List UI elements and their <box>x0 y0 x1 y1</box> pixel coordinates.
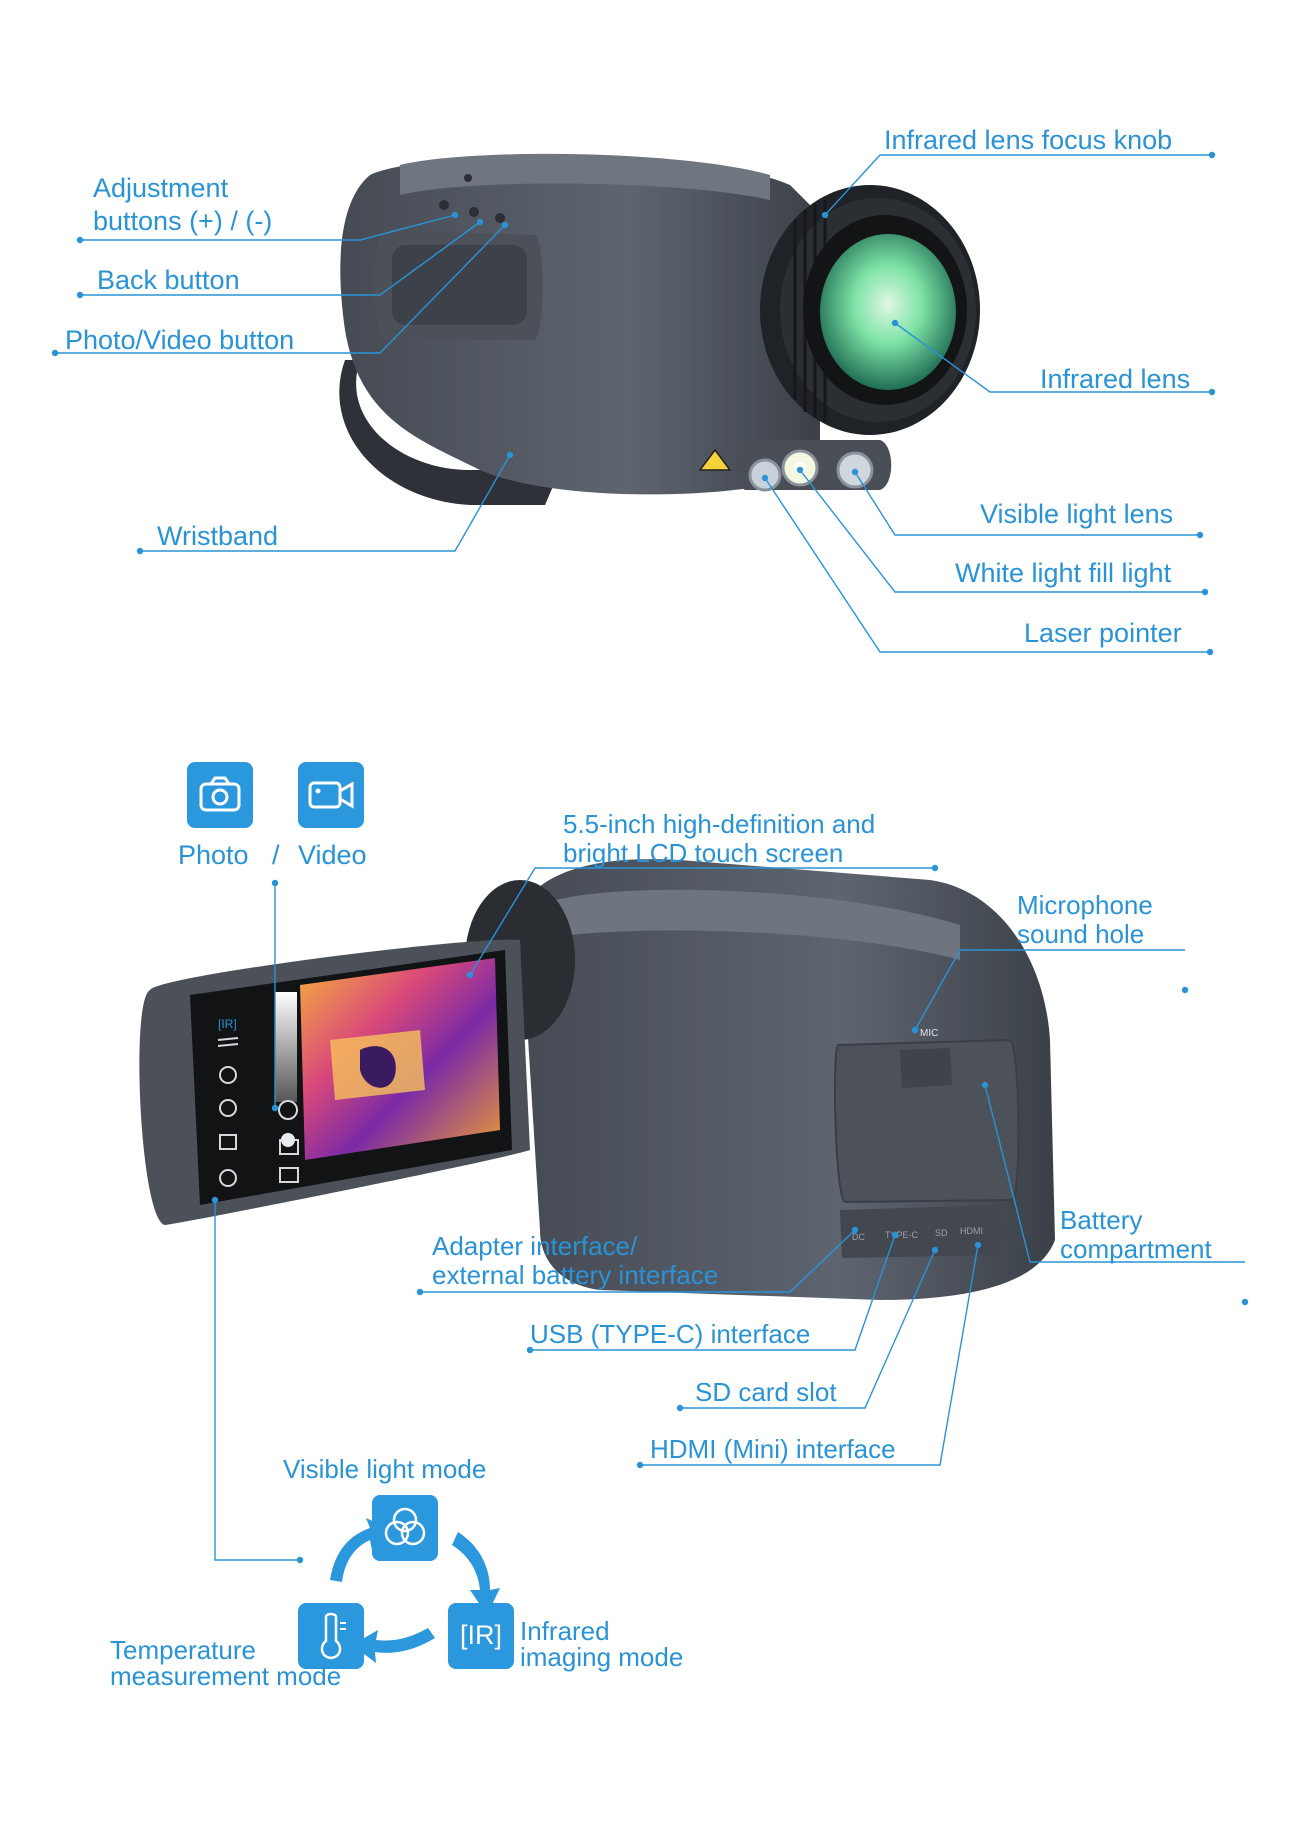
callout-dots-top <box>51 151 1216 656</box>
port-dc-marking: DC <box>852 1232 865 1242</box>
label-infrared-line1: Infrared <box>520 1616 610 1646</box>
label-adapter-line1: Adapter interface/ <box>432 1231 638 1261</box>
camera-icon <box>199 776 241 812</box>
label-battery-line1: Battery <box>1060 1205 1143 1235</box>
label-wristband: Wristband <box>157 521 279 551</box>
label-focus-knob: Infrared lens focus knob <box>884 125 1173 155</box>
visible-mode-tile <box>372 1495 438 1561</box>
screen-ir-badge: [IR] <box>218 1017 237 1031</box>
label-lcd-line2: bright LCD touch screen <box>563 838 844 868</box>
video-camera-icon <box>308 781 354 809</box>
thermometer-icon <box>320 1612 346 1660</box>
label-infrared-line2: imaging mode <box>520 1642 684 1672</box>
label-adjustment-line2: buttons (+) / (-) <box>93 206 273 236</box>
label-photo-video-separator: / <box>272 840 280 870</box>
label-mic-line1: Microphone <box>1017 890 1153 920</box>
callout-dots-bottom <box>211 864 1249 1564</box>
mic-marking: MIC <box>920 1028 938 1039</box>
label-sd: SD card slot <box>695 1377 837 1407</box>
callout-lines-top <box>55 154 1212 653</box>
label-lcd-line1: 5.5-inch high-definition and <box>563 809 876 839</box>
label-usb: USB (TYPE-C) interface <box>530 1319 811 1349</box>
photo-tile <box>187 762 253 828</box>
label-temperature-line2: measurement mode <box>110 1661 342 1691</box>
callout-lines-bottom <box>214 867 1245 1561</box>
label-video: Video <box>298 840 367 870</box>
label-laser-pointer: Laser pointer <box>1024 618 1182 648</box>
label-visible-light-lens: Visible light lens <box>980 499 1174 529</box>
ir-tile-label: [IR] <box>459 1620 502 1650</box>
label-temperature-line1: Temperature <box>110 1635 256 1665</box>
thermal-monocular-top-view <box>339 153 980 505</box>
temperature-mode-tile <box>298 1603 364 1669</box>
label-infrared-lens: Infrared lens <box>1040 364 1191 394</box>
label-photo: Photo <box>178 840 249 870</box>
label-hdmi: HDMI (Mini) interface <box>650 1434 896 1464</box>
port-hdmi-marking: HDMI <box>960 1226 983 1236</box>
thermal-camera-back-view <box>139 859 1055 1300</box>
label-photo-video-button: Photo/Video button <box>65 325 295 355</box>
label-adapter-line2: external battery interface <box>432 1260 719 1290</box>
port-sd-marking: SD <box>935 1228 948 1238</box>
label-battery-line2: compartment <box>1060 1234 1212 1264</box>
label-mic-line2: sound hole <box>1017 919 1145 949</box>
infrared-mode-tile: [IR] <box>448 1603 514 1669</box>
label-adjustment-line1: Adjustment <box>93 173 229 203</box>
label-visible-mode: Visible light mode <box>283 1454 487 1484</box>
video-tile <box>298 762 364 828</box>
label-white-fill-light: White light fill light <box>955 558 1172 588</box>
color-circles-icon <box>384 1507 426 1546</box>
label-back-button: Back button <box>97 265 240 295</box>
port-typec-marking: TYPE-C <box>885 1230 919 1240</box>
